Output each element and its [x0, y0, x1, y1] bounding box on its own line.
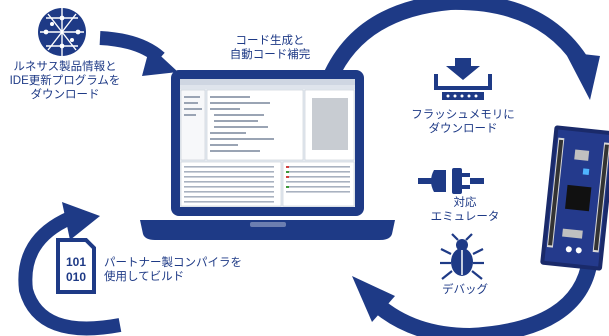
- label-download-info: ルネサス製品情報と IDE更新プログラムを ダウンロード: [0, 60, 130, 102]
- arrow-laptop-to-board-head: [565, 52, 600, 100]
- label-flash-download-line1: フラッシュメモリに: [411, 109, 515, 121]
- label-flash-download-line2: ダウンロード: [428, 123, 498, 135]
- arrow-build-loop: [18, 211, 122, 336]
- label-emulator-line1: 対応: [453, 197, 477, 209]
- label-build: パートナー製コンパイラを 使用してビルド: [104, 256, 242, 284]
- binary-line-2: 010: [66, 270, 86, 284]
- label-code-gen-line1: コード生成と: [235, 35, 305, 47]
- arrow-build-loop-head: [62, 202, 100, 240]
- arrow-board-to-laptop: [366, 258, 598, 336]
- label-flash-download: フラッシュメモリに ダウンロード: [398, 108, 528, 136]
- binary-file-icon: 101 010: [56, 238, 96, 294]
- label-build-line1: パートナー製コンパイラを: [104, 257, 242, 269]
- label-download-info-line1: ルネサス製品情報と: [13, 61, 117, 73]
- binary-line-1: 101: [66, 255, 86, 269]
- label-download-info-line2: IDE更新プログラムを: [9, 75, 121, 87]
- label-emulator: 対応 エミュレータ: [410, 196, 520, 224]
- globe-network-icon: [38, 8, 86, 56]
- label-code-gen: コード生成と 自動コード補完: [205, 34, 335, 62]
- flash-download-icon: [434, 58, 492, 100]
- emulator-plug-icon: [418, 168, 484, 194]
- arrow-laptop-to-board: [322, 0, 587, 82]
- label-code-gen-line2: 自動コード補完: [229, 49, 311, 61]
- label-build-line2: 使用してビルド: [104, 271, 185, 283]
- arrow-board-to-laptop-head: [352, 276, 395, 322]
- label-download-info-line3: ダウンロード: [30, 89, 100, 101]
- debug-bug-icon: [440, 233, 484, 280]
- label-emulator-line2: エミュレータ: [430, 211, 500, 223]
- laptop-icon: [140, 70, 395, 240]
- dev-board-image: [540, 125, 609, 271]
- label-debug: デバッグ: [442, 284, 488, 296]
- arrow-globe-to-laptop-head: [142, 46, 178, 76]
- ide-screenshot: [180, 79, 355, 207]
